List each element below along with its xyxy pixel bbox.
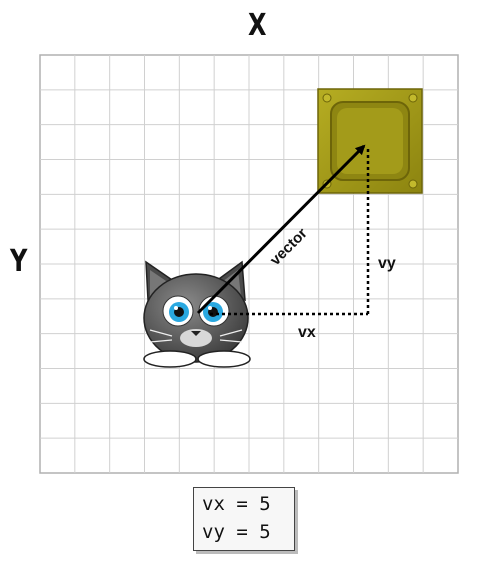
y-axis-title: Y — [10, 244, 28, 279]
vx-label: vx — [298, 324, 316, 341]
code-box: vx = 5 vy = 5 — [193, 487, 295, 551]
x-axis-title: X — [248, 8, 267, 43]
vy-label: vy — [378, 255, 396, 272]
cat-icon — [143, 260, 251, 368]
vector-arrow — [196, 144, 366, 315]
code-line-vx: vx = 5 — [202, 493, 271, 515]
code-line-vy: vy = 5 — [202, 521, 271, 543]
